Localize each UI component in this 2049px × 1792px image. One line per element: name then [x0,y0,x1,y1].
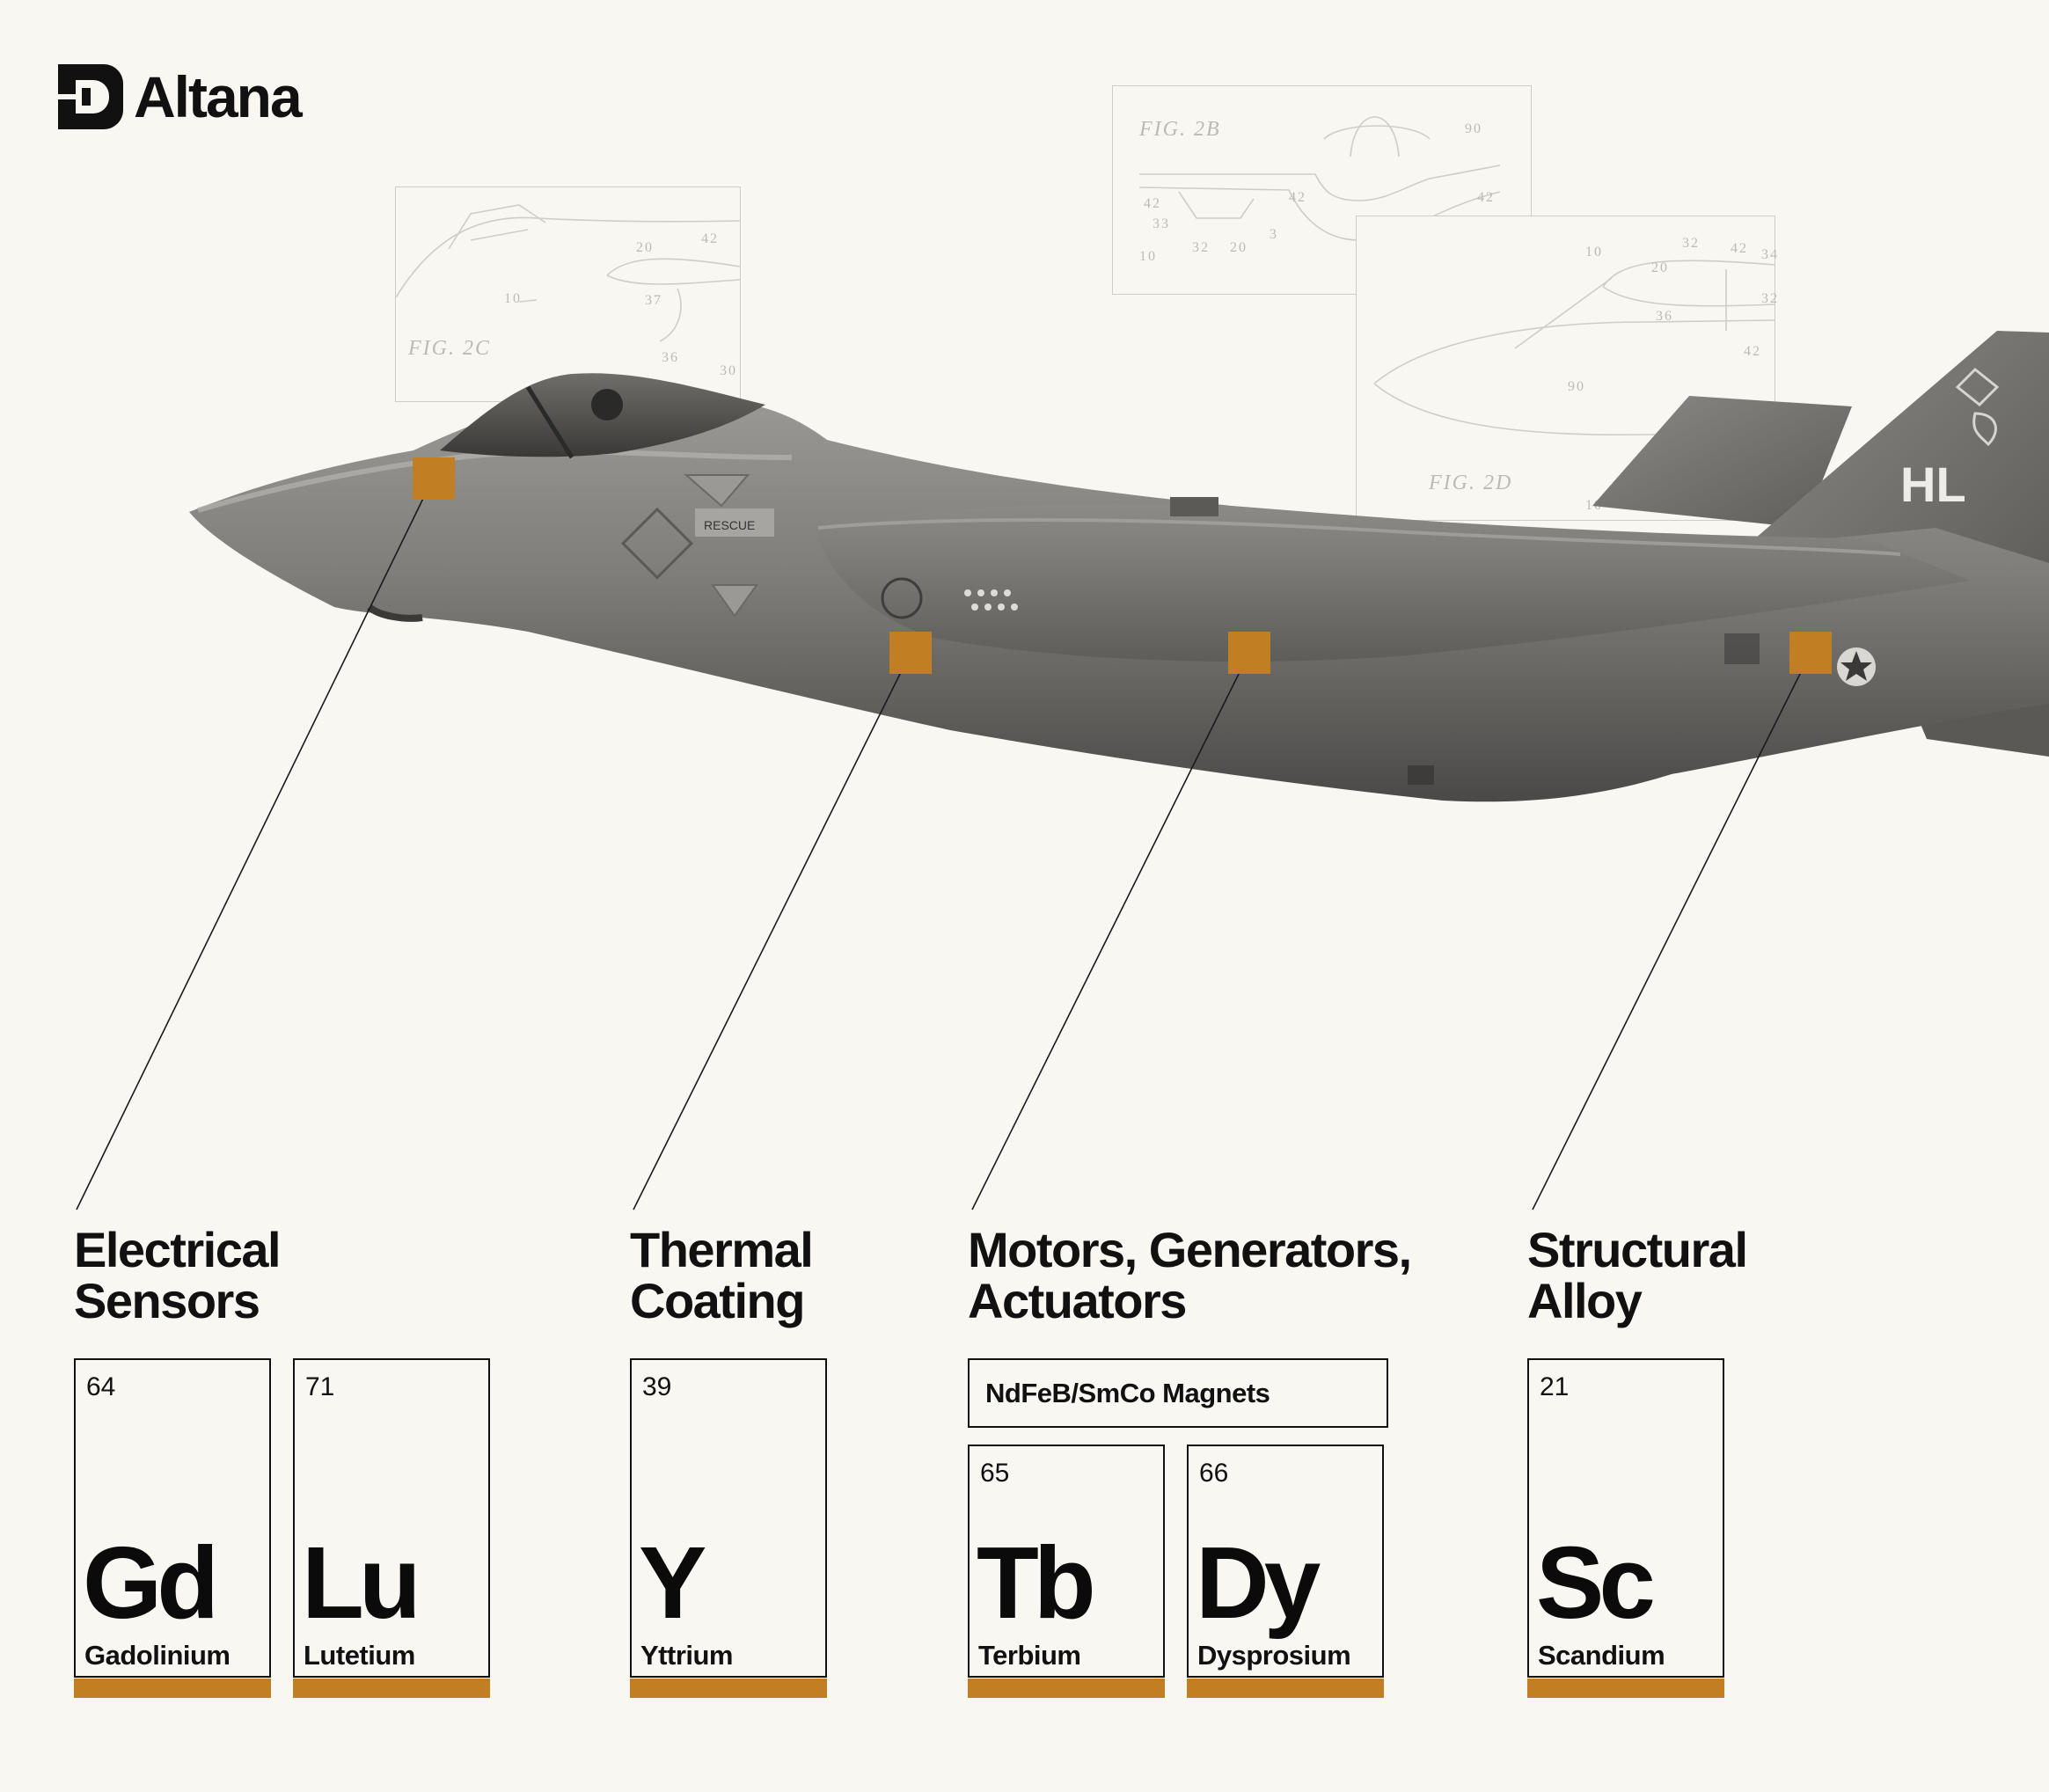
category-title-line: Thermal [630,1222,814,1277]
element-name: Yttrium [640,1640,734,1671]
ref-number: 30 [720,363,737,378]
ref-number: 42 [1289,190,1306,205]
element-name: Terbium [978,1640,1081,1671]
category-title-line: Electrical [74,1222,282,1277]
element-symbol: Lu [302,1525,421,1640]
accent-bar [1187,1679,1384,1698]
element-symbol: Gd [83,1525,219,1640]
ref-number: 10 [504,291,522,306]
element-tile-gadolinium: 64 Gd Gadolinium [74,1358,271,1698]
ref-number: 20 [636,240,654,255]
element-symbol: Y [639,1525,706,1640]
patent-figure-2b: FIG. 2B 90 42 42 42 33 32 20 3 10 31 [1112,85,1532,295]
ref-number: 10 [1139,249,1157,264]
ref-number: 20 [1651,260,1669,275]
category-title-structural-alloy: Structural Alloy [1527,1222,1748,1328]
accent-bar [293,1679,490,1698]
tail-code: HL [1900,457,1966,512]
element-tile-lutetium: 71 Lu Lutetium [293,1358,490,1698]
ref-number: 10 [1585,245,1603,260]
category-title-line: Actuators [968,1273,1187,1328]
category-title-thermal-coating: Thermal Coating [630,1222,814,1328]
patent-figure-label: FIG. 2B [1139,118,1221,141]
patent-figure-label: FIG. 2C [408,337,491,360]
altana-logo-icon [58,64,123,129]
element-tile-dysprosium: 66 Dy Dysprosium [1187,1445,1384,1698]
brand-name: Altana [134,64,303,129]
element-tile-yttrium: 39 Y Yttrium [630,1358,827,1698]
ref-number: 36 [1656,309,1673,324]
category-title-line: Structural [1527,1222,1748,1277]
ref-number: 33 [1153,216,1170,231]
category-title-line: Alloy [1527,1273,1643,1328]
rescue-placard: RESCUE [704,518,755,532]
atomic-number: 64 [86,1372,116,1401]
ref-number: 32 [1682,236,1700,251]
altana-logo: Altana [58,62,303,132]
category-title-line: Coating [630,1273,805,1328]
element-tile-terbium: 65 Tb Terbium [968,1445,1165,1698]
accent-bar [74,1679,271,1698]
magnet-group-label: NdFeB/SmCo Magnets [968,1358,1388,1428]
ref-number: 36 [662,350,679,365]
patent-figure-label: FIG. 2D [1429,472,1513,494]
patent-figure-2c: FIG. 2C 20 42 10 37 36 30 [395,187,741,402]
element-name: Gadolinium [84,1640,231,1671]
ref-number: 20 [1230,240,1248,255]
ref-number: 42 [1731,241,1748,256]
accent-bar [630,1679,827,1698]
atomic-number: 71 [305,1372,335,1401]
ref-number: 32 [1192,240,1210,255]
element-tile-scandium: 21 Sc Scandium [1527,1358,1724,1698]
atomic-number: 65 [980,1459,1010,1488]
accent-bar [968,1679,1165,1698]
category-title-motors-generators-actuators: Motors, Generators, Actuators [968,1222,1412,1328]
ref-number: 42 [1477,190,1495,205]
horizontal-stabilizer [1592,396,1852,528]
ref-number: 42 [701,231,719,246]
element-symbol: Sc [1536,1525,1656,1640]
ref-number: 32 [1761,291,1779,306]
element-symbol: Tb [977,1525,1096,1640]
atomic-number: 39 [642,1372,672,1401]
ref-number: 37 [645,293,662,308]
ref-number: 3 [1270,227,1278,242]
ref-number: 90 [1465,121,1482,136]
element-name: Scandium [1538,1640,1665,1671]
ref-number: 90 [1568,379,1585,394]
element-name: Dysprosium [1197,1640,1351,1671]
category-title-line: Motors, Generators, [968,1222,1412,1277]
ref-number: 34 [1761,247,1779,262]
ref-number: 42 [1144,196,1161,211]
element-name: Lutetium [304,1640,415,1671]
atomic-number: 21 [1540,1372,1570,1401]
accent-bar [1527,1679,1724,1698]
element-symbol: Dy [1196,1525,1321,1640]
category-title-line: Sensors [74,1273,260,1328]
ref-number: 42 [1744,344,1761,359]
category-title-electrical-sensors: Electrical Sensors [74,1222,282,1328]
atomic-number: 66 [1199,1459,1229,1488]
